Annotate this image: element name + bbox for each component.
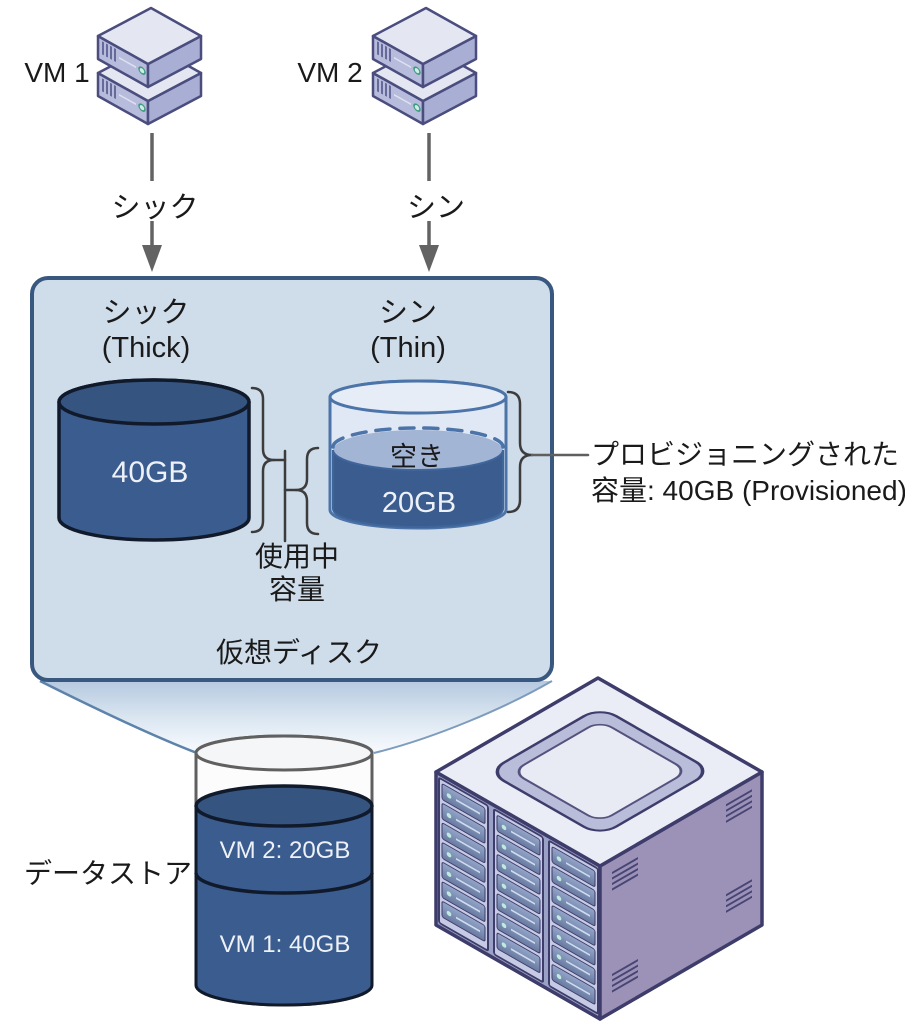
- thick-title: シック (Thick): [102, 296, 191, 366]
- thin-title-ja: シン: [378, 297, 438, 329]
- used-capacity-brace: [250, 386, 320, 543]
- datastore-cylinder-icon: [194, 734, 374, 1007]
- thin-disk-cylinder-icon: [328, 379, 508, 530]
- thin-free-label: 空き: [390, 442, 444, 472]
- thin-flow-label: シン: [406, 192, 466, 224]
- vm1-label: VM 1: [24, 57, 90, 88]
- vm1-server-stack-icon: [98, 8, 201, 124]
- provisioned-brace: [506, 390, 590, 514]
- vm2-server-stack-icon: [373, 8, 476, 124]
- thin-title: シン (Thin): [370, 296, 446, 366]
- used-capacity-line2: 容量: [268, 574, 326, 605]
- thick-disk-cylinder-icon: [57, 378, 251, 542]
- thick-arrow-down-icon: [142, 133, 162, 272]
- used-capacity-label: 使用中 容量: [255, 540, 339, 606]
- virtual-disk-label: 仮想ディスク: [215, 637, 383, 668]
- thick-title-ja: シック: [102, 297, 190, 329]
- used-capacity-line1: 使用中: [254, 541, 340, 572]
- provisioned-line1: プロビジョニングされた: [591, 439, 900, 470]
- datastore-allocation-vm1: VM 1: 40GB: [219, 931, 351, 958]
- thick-size-label: 40GB: [111, 456, 189, 489]
- thin-used-label: 20GB: [381, 487, 457, 519]
- storage-cube-icon: [434, 676, 764, 1021]
- thin-title-en: (Thin): [370, 332, 446, 364]
- provisioned-line2: 容量: 40GB (Provisioned): [591, 475, 905, 506]
- thick-title-en: (Thick): [101, 332, 191, 364]
- provisioned-note: プロビジョニングされた 容量: 40GB (Provisioned): [591, 437, 905, 509]
- thick-flow-label: シック: [111, 192, 199, 224]
- vm2-label: VM 2: [297, 57, 363, 88]
- datastore-label: データストア: [23, 858, 193, 889]
- datastore-allocation-vm2: VM 2: 20GB: [219, 837, 351, 864]
- funnel-shape: [39, 679, 553, 755]
- thin-arrow-down-icon: [419, 133, 439, 272]
